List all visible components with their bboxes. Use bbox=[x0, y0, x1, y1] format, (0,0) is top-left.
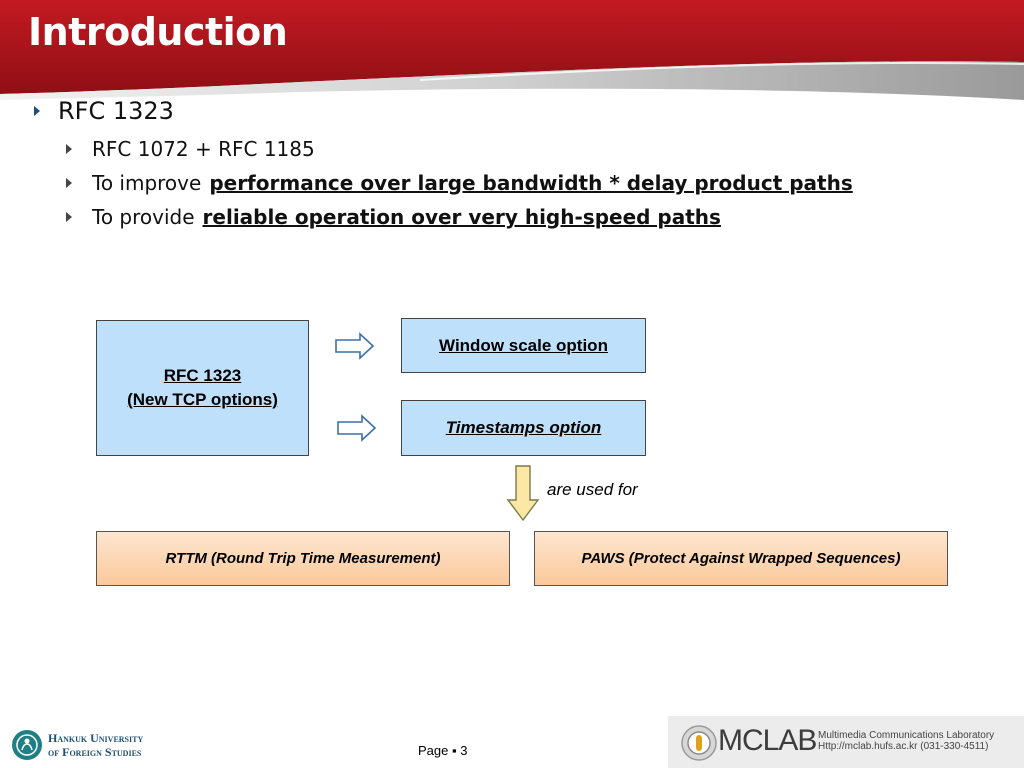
bullet-sub-2-emphasis: performance over large bandwidth * delay… bbox=[209, 171, 853, 195]
bullet-sub-2-prefix: To improve bbox=[92, 171, 202, 195]
bullet-sub-3-emphasis: reliable operation over very high-speed … bbox=[202, 205, 721, 229]
are-used-for-label: are used for bbox=[547, 480, 638, 499]
mclab-url: Http://mclab.hufs.ac.kr (031-330-4511) bbox=[818, 741, 989, 752]
window-scale-option-label: Window scale option bbox=[439, 335, 608, 355]
bullet-main: RFC 1323 bbox=[34, 97, 174, 125]
university-name-line2: of Foreign Studies bbox=[48, 745, 142, 759]
bullet-sub-1-text: RFC 1072 + RFC 1185 bbox=[92, 137, 315, 161]
paws-label: PAWS (Protect Against Wrapped Sequences) bbox=[581, 550, 901, 567]
mclab-emblem-icon bbox=[681, 725, 717, 761]
rfc1323-box: RFC 1323 (New TCP options) bbox=[96, 320, 309, 456]
mclab-full-name: Multimedia Communications Laboratory bbox=[818, 730, 995, 741]
right-arrow-icon bbox=[335, 332, 375, 360]
bullet-sub-3: To provide reliable operation over very … bbox=[66, 205, 721, 229]
university-logo: Hankuk University of Foreign Studies bbox=[10, 728, 170, 764]
bullet-arrow-icon bbox=[34, 106, 40, 116]
bullet-arrow-icon bbox=[66, 144, 72, 154]
header-banner: Introduction bbox=[0, 0, 1024, 110]
slide-title: Introduction bbox=[28, 10, 288, 54]
header-swoosh bbox=[0, 0, 1024, 100]
university-emblem-icon bbox=[12, 730, 42, 760]
bullet-main-text: RFC 1323 bbox=[58, 97, 174, 125]
rttm-box: RTTM (Round Trip Time Measurement) bbox=[96, 531, 510, 586]
rttm-label: RTTM (Round Trip Time Measurement) bbox=[165, 550, 441, 567]
right-arrow-icon bbox=[337, 414, 377, 442]
page-number: Page ▪ 3 bbox=[418, 743, 468, 758]
timestamps-option-label: Timestamps option bbox=[445, 418, 602, 437]
bullet-sub-3-prefix: To provide bbox=[92, 205, 195, 229]
rfc1323-box-line2: (New TCP options) bbox=[127, 390, 278, 409]
bullet-arrow-icon bbox=[66, 212, 72, 222]
mclab-logo: MCLAB Multimedia Communications Laborato… bbox=[668, 716, 1024, 768]
paws-box: PAWS (Protect Against Wrapped Sequences) bbox=[534, 531, 948, 586]
timestamps-option-box: Timestamps option bbox=[401, 400, 646, 456]
bullet-sub-1: RFC 1072 + RFC 1185 bbox=[66, 137, 315, 161]
bullet-arrow-icon bbox=[66, 178, 72, 188]
bullet-sub-2: To improve performance over large bandwi… bbox=[66, 171, 853, 195]
university-name-line1: Hankuk University bbox=[48, 731, 144, 745]
mclab-name: MCLAB bbox=[718, 724, 817, 757]
rfc1323-box-line1: RFC 1323 bbox=[163, 366, 242, 385]
window-scale-option-box: Window scale option bbox=[401, 318, 646, 373]
down-arrow-icon bbox=[506, 465, 540, 522]
